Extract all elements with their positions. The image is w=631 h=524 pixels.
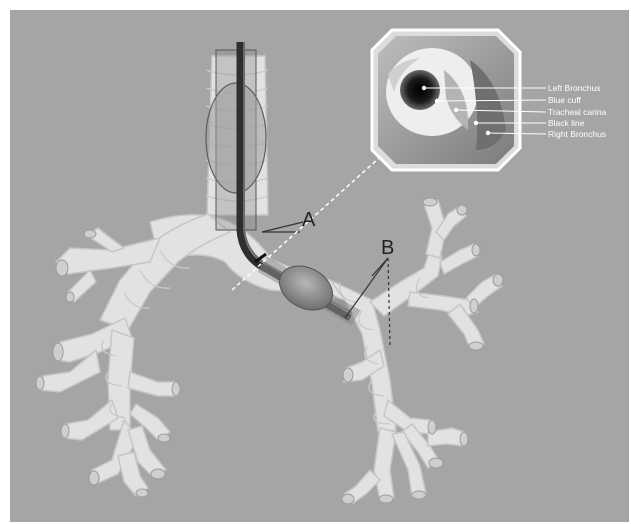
tracheal-cuff bbox=[206, 83, 266, 193]
label-blue-cuff: Blue cuff bbox=[548, 95, 582, 105]
left-bronchus-lumen bbox=[400, 70, 440, 110]
endoscopic-inset bbox=[372, 30, 546, 170]
label-black-line: Black line bbox=[548, 118, 585, 128]
label-right-bronchus: Right Bronchus bbox=[548, 129, 606, 139]
marker-b: B bbox=[381, 237, 394, 259]
label-left-bronchus: Left Bronchus bbox=[548, 83, 600, 93]
marker-a: A bbox=[302, 209, 316, 231]
label-tracheal-carina: Tracheal carina bbox=[548, 107, 607, 117]
